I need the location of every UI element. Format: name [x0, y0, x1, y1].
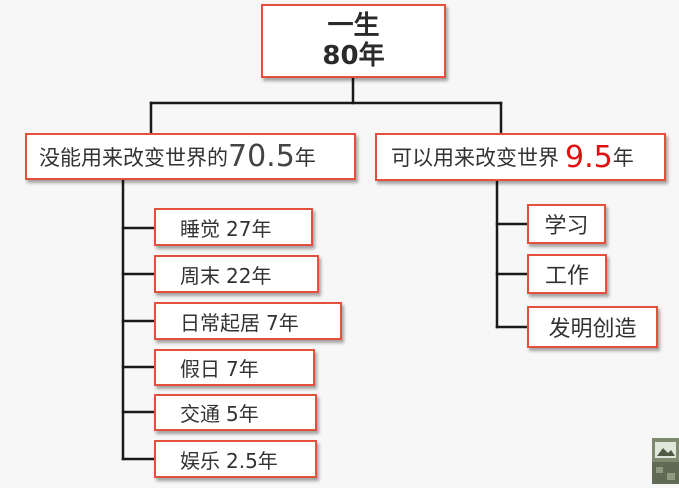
leaf-name: 周末: [180, 263, 220, 288]
root-node: 一生 80年: [261, 4, 446, 78]
leaf-name: 娱乐: [180, 448, 220, 473]
left-branch-unit: 年: [294, 145, 316, 170]
leaf-value: 7年: [266, 310, 299, 335]
root-title: 一生: [327, 11, 380, 41]
left-branch-number: 70.5: [228, 139, 295, 174]
corner-image-icon: [652, 438, 679, 484]
leaf-value: 2.5年: [226, 448, 278, 473]
leaf-name: 交通: [180, 402, 220, 426]
leaf-value: 22年: [226, 263, 272, 288]
leaf-value: 5年: [226, 402, 259, 426]
leaf-work: 工作: [527, 254, 607, 294]
root-total: 80年: [322, 41, 385, 71]
leaf-name: 日常起居: [180, 310, 260, 335]
right-branch-label: 可以用来改变世界: [391, 146, 559, 170]
leaf-name: 睡觉: [180, 216, 220, 241]
left-branch-label: 没能用来改变世界的: [39, 145, 228, 170]
right-branch-number: 9.5: [565, 139, 613, 175]
leaf-study: 学习: [527, 204, 606, 244]
leaf-value: 7年: [226, 357, 259, 381]
leaf-name: 假日: [180, 357, 220, 381]
leaf-invention: 发明创造: [527, 306, 658, 348]
leaf-value: 27年: [226, 216, 272, 241]
right-branch-unit: 年: [612, 146, 634, 170]
